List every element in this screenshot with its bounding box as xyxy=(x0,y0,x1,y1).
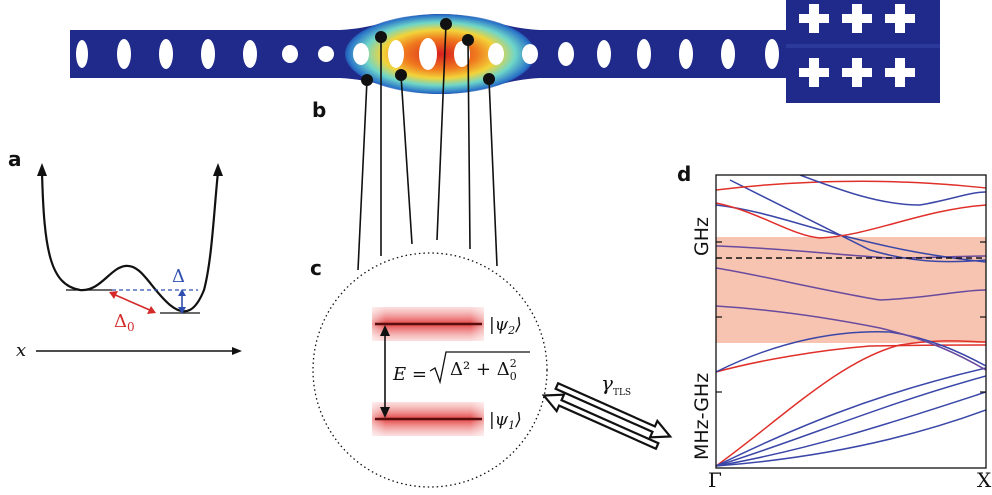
arrow-up-icon xyxy=(37,163,47,176)
beam-holes xyxy=(76,38,779,70)
gamma-tls-label: γTLS xyxy=(601,371,631,398)
sqrt-sign xyxy=(429,351,530,385)
y-ticks xyxy=(716,241,986,393)
delta0-arrow xyxy=(112,293,153,312)
cross-icon xyxy=(799,58,829,87)
shield-crosses xyxy=(799,4,915,87)
defect-connector-lines xyxy=(357,23,498,271)
nanobeam-resonator xyxy=(70,0,940,103)
cross-icon xyxy=(842,58,872,87)
gamma-point-label: Γ xyxy=(708,468,722,492)
mhz-ghz-axis-label: MHz-GHz xyxy=(691,373,713,460)
panel-label-c: c xyxy=(310,256,322,280)
two-level-panel: |ψ2⟩ |ψ1⟩ E = Δ² + Δ02 xyxy=(312,252,548,488)
panel-label-a: a xyxy=(8,147,22,171)
zoom-circle xyxy=(312,252,548,488)
coupling-arrows: γTLS xyxy=(541,371,673,451)
cross-icon xyxy=(885,58,915,87)
cross-icon xyxy=(842,4,872,33)
x-axis-label: x xyxy=(16,340,26,361)
cross-icon xyxy=(799,4,829,33)
defect-dots xyxy=(361,18,495,86)
arrow-right-icon xyxy=(554,381,673,439)
band-diagram-panel: GHz MHz-GHz Γ X xyxy=(691,174,992,492)
arrow-up-icon xyxy=(213,163,223,176)
potential-curve xyxy=(40,171,220,313)
bandgap-region xyxy=(716,237,986,343)
ghz-axis-label: GHz xyxy=(691,217,713,256)
delta-label: Δ xyxy=(172,266,185,287)
x-point-label: X xyxy=(977,468,992,492)
arrow-left-icon xyxy=(541,393,660,451)
energy-radicand: Δ² + Δ02 xyxy=(450,357,517,383)
panel-label-b: b xyxy=(312,98,326,122)
mode-field-hotspot xyxy=(345,14,535,94)
cross-icon xyxy=(885,4,915,33)
double-well-panel: Δ Δ0 x xyxy=(16,163,242,361)
psi2-label: |ψ2⟩ xyxy=(489,315,522,337)
panel-label-d: d xyxy=(677,162,691,186)
psi1-label: |ψ1⟩ xyxy=(489,410,522,432)
plot-frame xyxy=(715,174,987,469)
band-curves xyxy=(716,175,986,467)
delta0-label: Δ0 xyxy=(114,311,135,334)
arrow-right-icon xyxy=(232,347,242,355)
energy-lhs: E = xyxy=(392,364,427,385)
